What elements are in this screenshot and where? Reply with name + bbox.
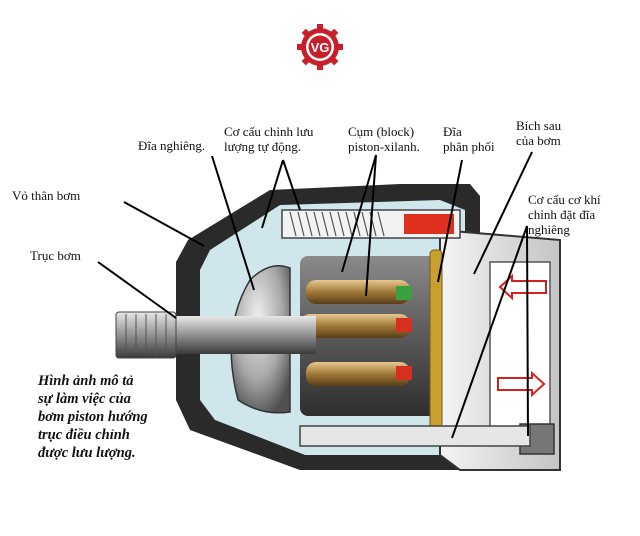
diagram-panel — [0, 100, 640, 504]
caption-line5: được lưu lượng. — [38, 445, 136, 461]
label-distribution-plate: Đĩa phân phối — [443, 124, 495, 154]
caption-line3: bơm piston hướng — [38, 409, 148, 425]
diagram-caption: Hình ảnh mô tả sự làm việc của bơm pisto… — [38, 372, 148, 462]
label-mech-adjust-line2: chỉnh đặt đĩa — [528, 207, 596, 222]
leader-housing — [123, 201, 205, 247]
leader-mech-a — [451, 225, 528, 439]
leader-mech-b — [526, 225, 529, 437]
label-rear-flange-line2: của bơm — [516, 133, 561, 148]
label-piston-block-line2: piston-xilanh. — [348, 139, 420, 154]
caption-line2: sự làm việc của — [38, 391, 131, 407]
compensator-red-piston — [404, 214, 454, 234]
label-auto-flow-mechanism: Cơ cấu chỉnh lưu lượng tự động. — [224, 124, 313, 154]
piston-port-red-1 — [396, 318, 412, 332]
piston-port-green — [396, 286, 412, 300]
leader-block-a — [341, 154, 377, 273]
label-swash-plate: Đĩa nghiêng. — [138, 138, 206, 153]
gear-icon — [297, 24, 343, 70]
adjust-rod — [299, 425, 531, 447]
header-band: VG — [0, 0, 640, 86]
pump-cutaway-illustration — [97, 151, 561, 471]
label-rear-flange-line1: Bích sau — [516, 118, 562, 133]
label-auto-flow-mechanism-line2: lượng tự động. — [224, 139, 301, 154]
label-piston-block: Cụm (block) piston-xilanh. — [348, 124, 420, 154]
caption-line1: Hình ảnh mô tả — [38, 373, 134, 389]
shaft-splines — [125, 314, 167, 356]
inlet-arrow — [498, 273, 547, 301]
piston-3 — [306, 362, 410, 386]
label-mech-adjust: Cơ cấu cơ khí chỉnh đặt đĩa nghiêng — [528, 192, 601, 237]
label-mech-adjust-line3: nghiêng — [528, 222, 570, 237]
leader-rear-flange — [473, 151, 533, 275]
label-piston-block-line1: Cụm (block) — [348, 124, 415, 139]
label-rear-flange: Bích sau của bơm — [516, 118, 561, 148]
leader-block-b — [365, 154, 377, 297]
piston-2 — [300, 314, 410, 338]
caption-line4: trục điều chỉnh — [38, 427, 130, 443]
label-distribution-plate-line2: phân phối — [443, 139, 495, 154]
label-mech-adjust-line1: Cơ cấu cơ khí — [528, 192, 601, 207]
label-auto-flow-mechanism-line1: Cơ cấu chỉnh lưu — [224, 124, 314, 139]
leader-lines — [97, 151, 533, 439]
leader-swash-plate — [211, 155, 255, 291]
piston-port-red-2 — [396, 366, 412, 380]
vg-logo: VG — [297, 24, 343, 70]
leader-auto-mech-a — [261, 159, 284, 229]
outlet-arrow — [497, 370, 546, 398]
leader-plate — [437, 159, 463, 283]
distribution-plate — [429, 249, 443, 431]
label-distribution-plate-line1: Đĩa — [443, 124, 462, 139]
piston-1 — [306, 280, 410, 304]
logo-text: VG — [311, 40, 330, 55]
compensator-spring — [289, 211, 385, 237]
label-pump-housing: Vỏ thân bơm — [12, 188, 81, 203]
leader-auto-mech-b — [282, 159, 301, 211]
label-pump-shaft: Trục bơm — [30, 248, 81, 263]
leader-shaft — [97, 261, 177, 319]
